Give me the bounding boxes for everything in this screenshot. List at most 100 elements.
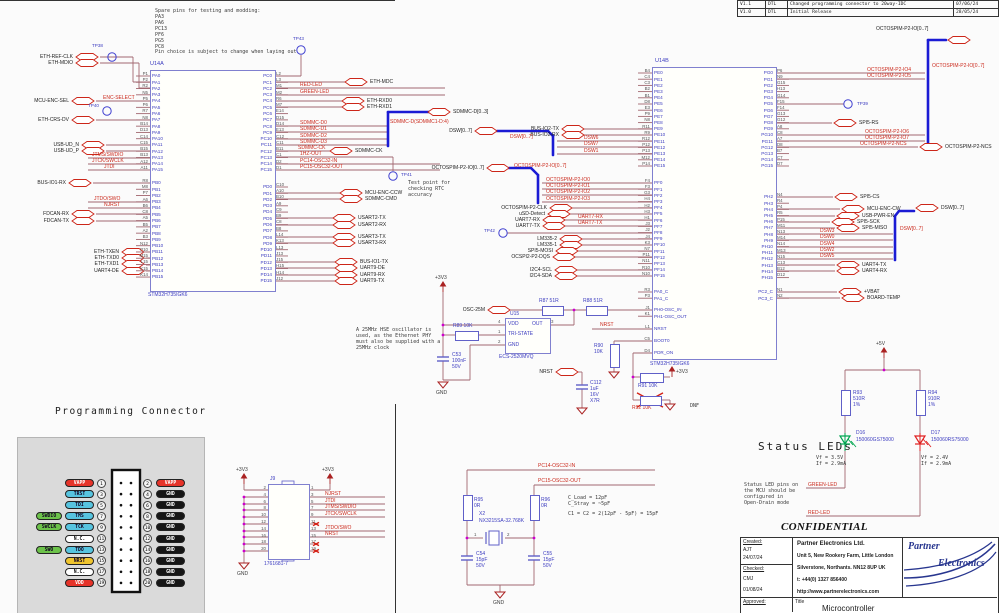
net-label-OCTOSPIM-P2-IO2[interactable]: OCTOSPIM-P2-IO2	[546, 189, 591, 195]
resistor[interactable]	[841, 390, 851, 416]
net-label-PC14-OSC32-IN[interactable]: PC14-OSC32-IN	[538, 463, 576, 469]
net-label-OCTOSPIM-P2-IO[0..7][interactable]: OCTOSPIM-P2-IO[0..7]	[514, 163, 567, 169]
flag-I2C4-SDA[interactable]: I2C4-SDA	[529, 272, 552, 279]
net-label-JTDO/SWO[interactable]: JTDO/SWO	[94, 196, 121, 202]
flag-SDMMC-D[0..3][interactable]: SDMMC-D[0..3]	[453, 108, 489, 115]
net-label-OCTOSPIM-P2-IO0[interactable]: OCTOSPIM-P2-IO0	[546, 177, 591, 183]
net-label-ENC-SELECT[interactable]: ENC-SELECT	[103, 95, 135, 101]
flag-uSD-Detect[interactable]: uSD-Detect	[519, 210, 545, 217]
net-label-NJRST[interactable]: NJRST	[104, 202, 121, 208]
net-label-GREEN-LED[interactable]: GREEN-LED	[300, 89, 330, 95]
flag-UART4-DE[interactable]: UART4-DE	[94, 267, 119, 274]
flag-UART7-TX[interactable]: UART7-TX	[515, 222, 540, 229]
flag-UART9-RX[interactable]: UART9-RX	[360, 271, 385, 278]
net-label-PC15-OSC32-OUT[interactable]: PC15-OSC32-OUT	[300, 164, 343, 170]
flag-BOARD-TEMP[interactable]: BOARD-TEMP	[867, 294, 901, 301]
net-label-DSW3[interactable]: DSW3	[820, 228, 835, 234]
testpoint-TP40[interactable]: TP40	[88, 103, 99, 108]
testpoint-TP43[interactable]: TP43	[293, 36, 304, 41]
flag-NRST[interactable]: NRST	[539, 368, 553, 375]
resistor[interactable]	[640, 373, 664, 383]
net-label-JTCK/SWCLK[interactable]: JTCK/SWCLK	[92, 158, 124, 164]
flag-I2C4-SCL[interactable]: I2C4-SCL	[530, 266, 552, 273]
flag-USB-PWR-EN[interactable]: USB-PWR-EN	[862, 212, 895, 219]
net-label-JTDO/SWO[interactable]: JTDO/SWO	[325, 525, 352, 531]
led-D16[interactable]: D16	[856, 430, 866, 436]
flag-DSW[0..7][interactable]: DSW[0..7]	[449, 127, 472, 134]
net-label-OCTOSPIM-P2-NCS[interactable]: OCTOSPIM-P2-NCS	[860, 141, 907, 147]
flag-ETH-CRS-DV[interactable]: ETH-CRS-DV	[38, 116, 69, 123]
flag-SPI5-RS[interactable]: SPI5-RS	[859, 119, 879, 126]
net-label-OCTOSPIM-P2-IO6[interactable]: OCTOSPIM-P2-IO6	[865, 129, 910, 135]
flag-USART2-TX[interactable]: USART2-TX	[358, 214, 386, 221]
net-label-SDMMC-D(SDMMC1-D:4)[interactable]: SDMMC-D(SDMMC1-D:4)	[390, 119, 449, 125]
flag-BUS-IO1-TX[interactable]: BUS-IO1-TX	[360, 258, 389, 265]
net-label-R92 10K[interactable]: R92 10K	[632, 405, 652, 411]
flag-OCSPI2-P2-DQS[interactable]: OCSPI2-P2-DQS	[511, 253, 550, 260]
net-label-OCTOSPIM-P2-IO5[interactable]: OCTOSPIM-P2-IO5	[867, 73, 912, 79]
net-label-NRST[interactable]: NRST	[600, 322, 614, 328]
net-label-SDMMC-D0[interactable]: SDMMC-D0	[300, 120, 327, 126]
net-label-JTMS/SWDIO[interactable]: JTMS/SWDIO	[325, 504, 357, 510]
flag-ETH-MDIO[interactable]: ETH-MDIO	[48, 59, 73, 66]
flag-OCTOSPIM-P2-NCS[interactable]: OCTOSPIM-P2-NCS	[945, 143, 992, 150]
resistor[interactable]	[530, 495, 540, 521]
flag-FDCAN-TX[interactable]: FDCAN-TX	[43, 217, 69, 224]
flag-ETH-RXD1[interactable]: ETH-RXD1	[367, 103, 393, 110]
net-label-SDMMC-D2[interactable]: SDMMC-D2	[300, 133, 327, 139]
flag-USART2-RX[interactable]: USART2-RX	[358, 221, 387, 228]
resistor[interactable]	[916, 390, 926, 416]
flag-OCTOSPIM-P2-CLK[interactable]: OCTOSPIM-P2-CLK	[501, 204, 547, 211]
flag-OCTOSPIM-P2-IO[0..7][interactable]: OCTOSPIM-P2-IO[0..7]	[876, 26, 929, 32]
net-label-SDMMC-D3[interactable]: SDMMC-D3	[300, 139, 327, 145]
testpoint-TP39[interactable]: TP39	[857, 101, 868, 106]
net-label-RED-LED[interactable]: RED-LED	[808, 510, 830, 516]
net-label-OCTOSPIM-P2-IO7[interactable]: OCTOSPIM-P2-IO7	[865, 135, 910, 141]
flag-USB-UD_P[interactable]: USB-UD_P	[53, 147, 79, 154]
net-label-JTDI[interactable]: JTDI	[325, 498, 336, 504]
flag-UART4-TX[interactable]: UART4-TX	[862, 261, 887, 268]
net-label-DSW5[interactable]: DSW5	[820, 253, 835, 259]
resistor[interactable]	[610, 344, 620, 368]
flag-SPI5-CS[interactable]: SPI5-CS	[860, 193, 880, 200]
flag-SPI5-MOSI[interactable]: SPI5-MOSI	[527, 247, 553, 254]
net-label-JTDI[interactable]: JTDI	[104, 164, 115, 170]
net-label-DSW4[interactable]: DSW4	[820, 241, 835, 247]
net-label-NRST[interactable]: NRST	[325, 531, 339, 537]
flag-+VBAT[interactable]: +VBAT	[864, 288, 880, 295]
net-label-UART7-TX[interactable]: UART7-TX	[578, 220, 603, 226]
flag-FDCAN-RX[interactable]: FDCAN-RX	[43, 210, 69, 217]
net-label-1HZ-OUT[interactable]: 1HZ-OUT	[300, 151, 322, 157]
net-label-PC14-OSC32-IN[interactable]: PC14-OSC32-IN	[300, 158, 338, 164]
flag-USART3-RX[interactable]: USART3-RX	[358, 239, 387, 246]
flag-UART4-RX[interactable]: UART4-RX	[862, 267, 887, 274]
flag-DSW[0..7][interactable]: DSW[0..7]	[941, 204, 964, 211]
net-label-OCTOSPIM-P2-IO1[interactable]: OCTOSPIM-P2-IO1	[546, 183, 591, 189]
flag-UART9-DE[interactable]: UART9-DE	[360, 264, 385, 271]
flag-MCU-ENC-CCW[interactable]: MCU-ENC-CCW	[365, 189, 403, 196]
net-label-DSW[0..7][interactable]: DSW[0..7]	[900, 226, 923, 232]
chip-U14A[interactable]	[150, 70, 276, 292]
net-label-DSW1[interactable]: DSW1	[584, 148, 599, 154]
flag-SDMMC-CMD[interactable]: SDMMC-CMD	[365, 195, 397, 202]
flag-USART3-TX[interactable]: USART3-TX	[358, 233, 386, 240]
net-label-OCTOSPIM-P2-IO3[interactable]: OCTOSPIM-P2-IO3	[546, 196, 591, 202]
net-label-UART7-RX[interactable]: UART7-RX	[578, 214, 603, 220]
testpoint-TP41[interactable]: TP41	[401, 172, 412, 177]
resistor[interactable]	[586, 306, 608, 316]
led-D17[interactable]: D17	[931, 430, 941, 436]
flag-USB-UD_N[interactable]: USB-UD_N	[53, 141, 79, 148]
net-label-GREEN-LED[interactable]: GREEN-LED	[808, 482, 838, 488]
flag-SPI5-MISO[interactable]: SPI5-MISO	[862, 224, 888, 231]
flag-ETH-TXD0[interactable]: ETH-TXD0	[94, 254, 119, 261]
testpoint-TP42[interactable]: TP42	[484, 228, 495, 233]
net-label-JTCK/SWCLK[interactable]: JTCK/SWCLK	[325, 511, 357, 517]
flag-LM335-1[interactable]: LM335-1	[537, 241, 557, 248]
net-label-DSW7[interactable]: DSW7	[584, 141, 599, 147]
flag-MCU-ENC-CW[interactable]: MCU-ENC-CW	[867, 205, 901, 212]
net-label-DSW[0..7][interactable]: DSW[0..7]	[510, 134, 533, 140]
net-label-RED-LED[interactable]: RED-LED	[300, 82, 322, 88]
flag-SDMMC-CK[interactable]: SDMMC-CK	[355, 147, 383, 154]
net-label-SDMMC-CK[interactable]: SDMMC-CK	[298, 145, 326, 151]
net-label-SDMMC-D1[interactable]: SDMMC-D1	[300, 126, 327, 132]
